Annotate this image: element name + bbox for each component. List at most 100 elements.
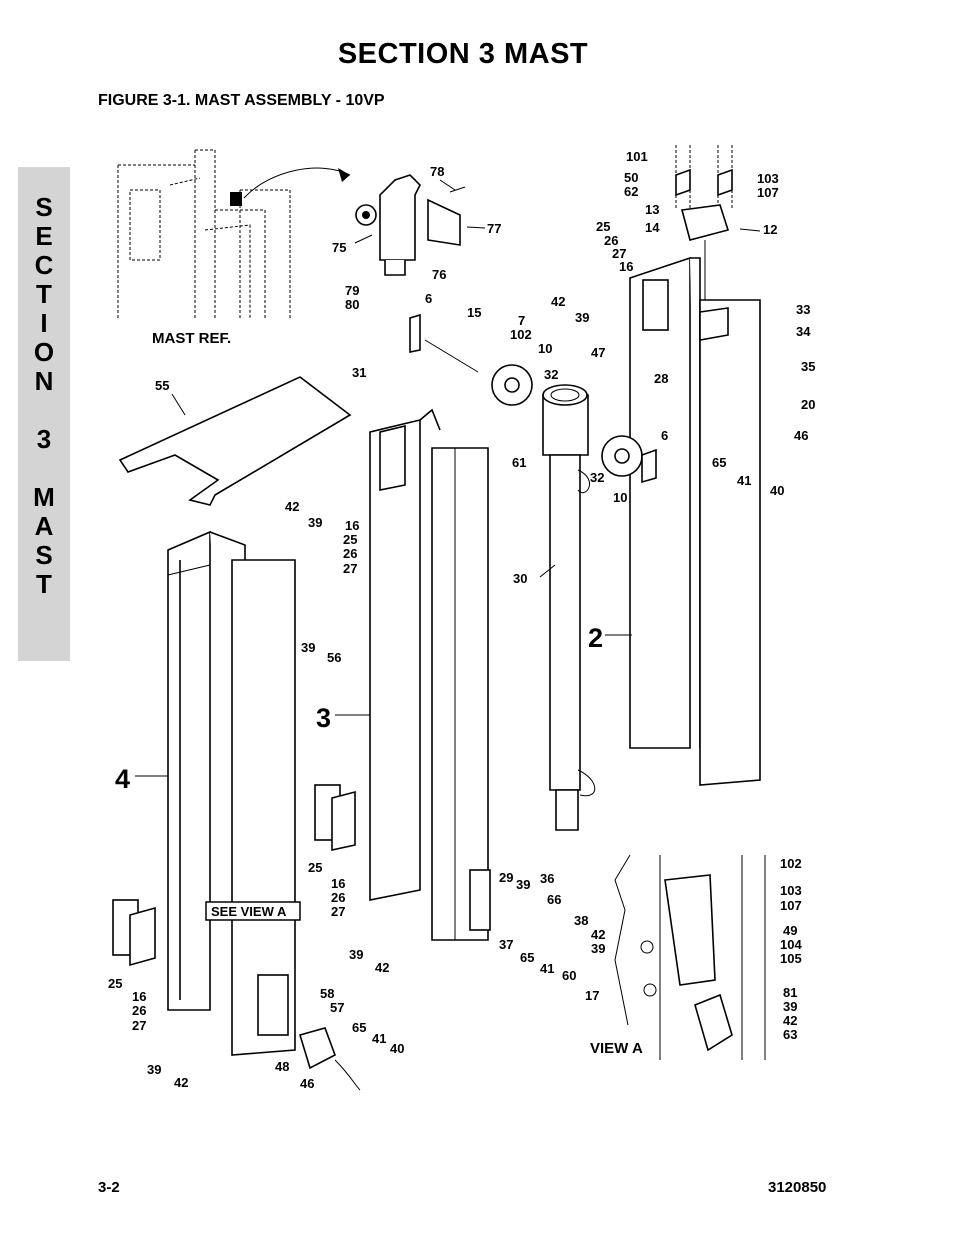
callout: 25	[308, 860, 322, 875]
callout: 103	[780, 883, 802, 898]
callout: 14	[645, 220, 660, 235]
callout: 101	[626, 149, 648, 164]
side-tab-letter: T	[36, 569, 52, 599]
callout: 37	[499, 937, 513, 952]
callout: 15	[467, 305, 481, 320]
callout: 12	[763, 222, 777, 237]
platform-plate	[118, 376, 352, 506]
callout: 56	[327, 650, 341, 665]
callout: 39	[349, 947, 363, 962]
callout: 34	[796, 324, 811, 339]
callout: 50	[624, 170, 638, 185]
callout: 47	[591, 345, 605, 360]
callout: 104	[780, 937, 802, 952]
callout: 39	[301, 640, 315, 655]
callout: 80	[345, 297, 359, 312]
side-tab-letter: E	[35, 221, 53, 251]
callout: 26	[343, 546, 357, 561]
callout: 42	[591, 927, 605, 942]
section-side-tab: S E C T I O N 3 M A S T	[18, 167, 70, 661]
mast-ref-drawing: MAST REF.	[117, 149, 351, 347]
callout: 79	[345, 283, 359, 298]
callout: 36	[540, 871, 554, 886]
callout: 46	[300, 1076, 314, 1091]
callout: 39	[516, 877, 530, 892]
bracket-assembly	[355, 174, 466, 276]
view-a-label: VIEW A	[590, 1040, 643, 1057]
callout: 61	[512, 455, 526, 470]
callout: 6	[425, 291, 432, 306]
sheaves	[409, 313, 657, 484]
mast-ref-label: MAST REF.	[152, 330, 231, 347]
callout: 49	[783, 923, 797, 938]
section-number-3: 3	[316, 703, 331, 733]
callout: 77	[487, 221, 501, 236]
callout: 65	[352, 1020, 366, 1035]
callout: 78	[430, 164, 444, 179]
callout: 65	[520, 950, 534, 965]
side-tab-letter: 3	[36, 424, 52, 454]
callout: 40	[390, 1041, 404, 1056]
callout: 76	[432, 267, 446, 282]
side-tab-letter: M	[33, 482, 55, 512]
callout-group: 78 77 75 76 79 80 6 15 7 102 10 32 31 55…	[108, 149, 815, 1091]
section-number-4: 4	[115, 764, 130, 794]
callout: 55	[155, 378, 169, 393]
side-tab-letter: O	[33, 337, 55, 367]
callout: 26	[132, 1003, 146, 1018]
callout: 25	[343, 532, 357, 547]
callout: 102	[510, 327, 532, 342]
mast-section-3	[369, 408, 491, 941]
ref-arrow	[243, 167, 351, 199]
callout: 30	[513, 571, 527, 586]
callout: 65	[712, 455, 726, 470]
callout: 107	[780, 898, 802, 913]
callout: 16	[345, 518, 359, 533]
side-tab-letter: N	[34, 366, 54, 396]
callout: 42	[285, 499, 299, 514]
callout: 28	[654, 371, 668, 386]
callout: 32	[590, 470, 604, 485]
side-tab-letter: S	[35, 192, 53, 222]
callout: 39	[783, 999, 797, 1014]
callout: 41	[737, 473, 751, 488]
mast-section-4	[167, 530, 296, 1056]
mast-section-2	[629, 256, 761, 786]
ref-arrowhead	[338, 168, 350, 182]
side-tab-letter: C	[34, 250, 54, 280]
callout: 42	[174, 1075, 188, 1090]
callout: 13	[645, 202, 659, 217]
callout: 105	[780, 951, 802, 966]
callout: 39	[308, 515, 322, 530]
callout: 33	[796, 302, 810, 317]
callout: 10	[613, 490, 627, 505]
side-tab-letter: A	[34, 511, 54, 541]
callout: 41	[372, 1031, 386, 1046]
callout: 27	[612, 246, 626, 261]
callout: 42	[783, 1013, 797, 1028]
callout: 62	[624, 184, 638, 199]
ref-highlight-marker	[230, 192, 242, 206]
see-view-a-box	[205, 901, 301, 921]
side-tab-letter: S	[35, 540, 53, 570]
callout: 31	[352, 365, 366, 380]
callout: 16	[331, 876, 345, 891]
side-tab-letter: I	[40, 308, 48, 338]
page-number: 3-2	[98, 1179, 120, 1196]
callout: 39	[591, 941, 605, 956]
callout: 107	[757, 185, 779, 200]
callout: 17	[585, 988, 599, 1003]
callout: 42	[375, 960, 389, 975]
callout: 26	[331, 890, 345, 905]
callout: 16	[132, 989, 146, 1004]
callout: 25	[596, 219, 610, 234]
callout: 66	[547, 892, 561, 907]
callout: 75	[332, 240, 346, 255]
section-number-2: 2	[588, 623, 603, 653]
anchor-bracket	[298, 1027, 336, 1070]
callout: 40	[770, 483, 784, 498]
callout: 39	[147, 1062, 161, 1077]
leader-lines	[135, 179, 761, 777]
see-view-a-label: SEE VIEW A	[211, 904, 287, 919]
